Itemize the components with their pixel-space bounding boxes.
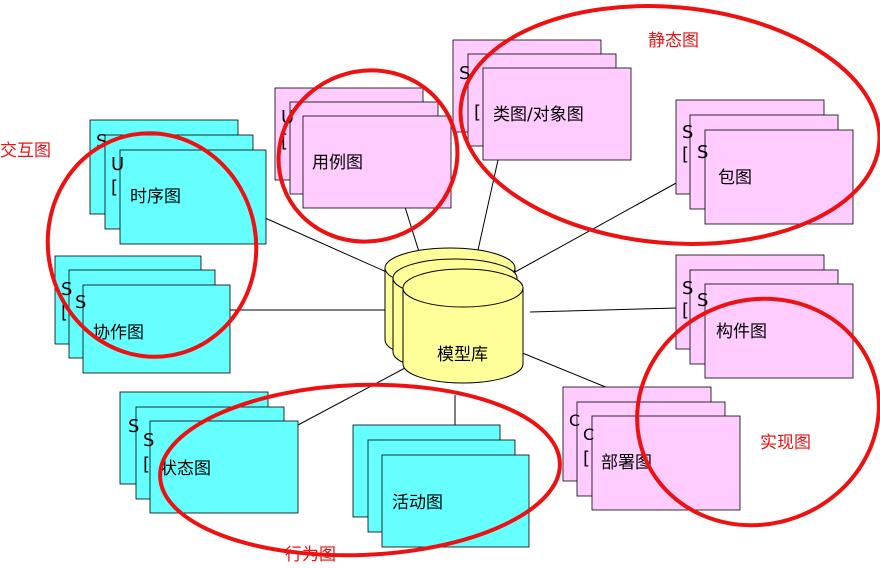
- stack-sheet-front: [149, 420, 299, 514]
- stack-hidden-text: S: [61, 279, 72, 300]
- stack-sheet-front: [302, 115, 452, 209]
- stack-class: S [ 类图/对象图: [452, 39, 632, 161]
- stack-usecase: U [ 用例图: [274, 87, 452, 209]
- stack-hidden-text: S: [697, 142, 708, 163]
- stack-component: S [ S 构件图: [675, 254, 854, 379]
- diagram-label-statechart: 状态图: [160, 459, 211, 479]
- stack-hidden-text: S: [96, 131, 107, 152]
- diagram-label-class: 类图/对象图: [493, 105, 584, 125]
- group-ellipse-implementation: [635, 296, 880, 528]
- connector-package: [514, 181, 679, 273]
- stack-hidden-text: [: [682, 144, 689, 165]
- cylinder-front: [402, 268, 524, 384]
- connector-deployment: [519, 351, 609, 389]
- stack-sheet-front: [591, 415, 741, 511]
- connectors: [230, 159, 679, 426]
- stack-hidden-text: U: [111, 154, 124, 175]
- stack-hidden-text: [: [143, 454, 150, 475]
- stack-hidden-text: S: [682, 278, 693, 299]
- stack-hidden-text: S: [128, 416, 139, 437]
- stack-hidden-text: [: [281, 131, 288, 152]
- group-ellipse-behavior: [158, 382, 562, 558]
- stack-hidden-text: S: [459, 63, 470, 84]
- hub-label: 模型库: [437, 345, 488, 365]
- connector-usecase: [404, 206, 421, 256]
- stack-hidden-text: S: [143, 430, 154, 451]
- group-label-interaction: 交互图: [0, 141, 51, 161]
- stack-hidden-text: S: [697, 290, 708, 311]
- stack-sheet-front: [704, 129, 854, 225]
- stack-hidden-text: [: [474, 102, 481, 123]
- group-ellipses: [45, 4, 880, 558]
- stack-activity: 活动图: [352, 424, 530, 548]
- connector-component: [529, 307, 679, 313]
- stack-hidden-text: [: [111, 177, 118, 198]
- connector-class: [477, 159, 499, 251]
- stack-sheet-front: [482, 67, 632, 161]
- stack-sheet-front: [381, 454, 530, 548]
- stack-hidden-text: C: [569, 411, 580, 430]
- stack-hidden-text: S: [682, 122, 693, 143]
- group-ellipse-static: [458, 4, 880, 246]
- connector-statechart: [297, 367, 406, 426]
- group-label-behavior: 行为图: [285, 545, 336, 565]
- diagram-label-deployment: 部署图: [601, 453, 652, 473]
- group-ellipse-interaction: [45, 131, 259, 359]
- stack-hidden-text: [: [583, 448, 590, 469]
- stack-hidden-text: C: [583, 425, 594, 444]
- diagram-label-collab: 协作图: [93, 323, 144, 343]
- diagram-label-component: 构件图: [716, 322, 767, 342]
- stack-hidden-text: S: [75, 292, 86, 313]
- diagram-label-sequence: 时序图: [130, 187, 181, 207]
- stack-hidden-text: [: [61, 302, 68, 323]
- group-label-static: 静态图: [648, 31, 699, 51]
- group-ellipse-usecase: [276, 68, 460, 244]
- stack-hidden-text: [: [682, 300, 689, 321]
- group-labels: 交互图 静态图 实现图 行为图: [0, 31, 811, 565]
- diagram-label-activity: 活动图: [392, 493, 443, 513]
- stack-package: S [ S 包图: [675, 99, 854, 225]
- stack-sheet-front: [119, 149, 267, 245]
- model-repository: 模型库: [384, 247, 524, 384]
- group-label-implementation: 实现图: [760, 433, 811, 453]
- diagram-label-package: 包图: [718, 168, 752, 188]
- diagram-label-usecase: 用例图: [312, 153, 363, 173]
- connector-sequence: [264, 217, 401, 279]
- stack-deployment: C C [ 部署图: [562, 386, 741, 511]
- stack-statechart: S S [ 状态图: [119, 391, 299, 514]
